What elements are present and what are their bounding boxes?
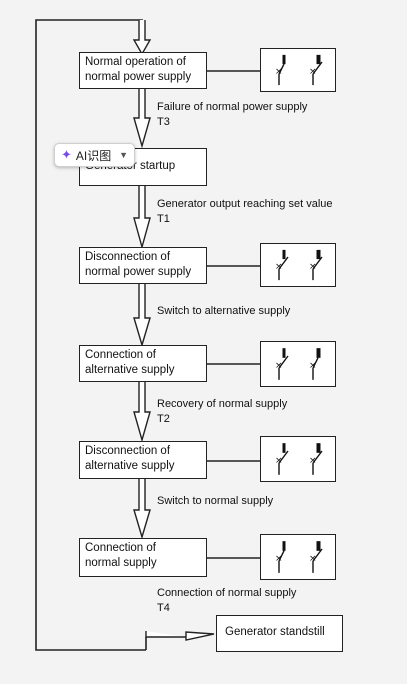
transition-label-4: Recovery of normal supply T2 — [157, 397, 287, 427]
arrow-0 — [132, 20, 152, 56]
transition-4-text: Recovery of normal supply — [157, 398, 288, 410]
switch-blade — [312, 548, 323, 562]
switch-alternative-closed: × — [309, 348, 321, 380]
switch-contact — [316, 249, 321, 260]
switch-x-mark: × — [309, 554, 317, 564]
switch-contact — [316, 443, 321, 453]
loop-line — [35, 19, 146, 651]
sparkle-icon: ✦ — [61, 147, 72, 162]
switch-x-mark: × — [275, 554, 283, 564]
switch-alternative-open: × — [309, 249, 323, 281]
switch-x-mark: × — [275, 456, 283, 466]
arrow-3 — [133, 284, 151, 348]
transition-label-1: Failure of normal power supply T3 — [157, 100, 307, 130]
box-connect-alternative: Connection of alternative supply — [79, 345, 207, 382]
box-disconnect-alternative-text: Disconnection of alternative supply — [85, 445, 175, 472]
switch-x-mark: × — [275, 262, 283, 272]
arrow-4 — [133, 382, 151, 443]
transition-label-2: Generator output reaching set value T1 — [157, 197, 333, 227]
switch-blade — [312, 450, 323, 464]
switch-blade — [312, 357, 319, 369]
switch-normal-closed: × — [275, 541, 286, 573]
switch-x-mark: × — [309, 456, 317, 466]
switch-contact — [282, 54, 286, 65]
switch-panel-disconnect-normal: ×× — [260, 243, 336, 287]
switch-normal-open: × — [275, 348, 289, 380]
transition-5-text: Switch to normal supply — [157, 495, 274, 507]
ai-recognize-label: AI识图 — [75, 148, 112, 163]
switch-panel-normal-operation: ×× — [260, 48, 336, 92]
transition-3-text: Switch to alternative supply — [157, 305, 291, 317]
transition-1-text: Failure of normal power supply — [157, 101, 308, 113]
switch-contact — [282, 443, 286, 453]
switch-blade — [278, 550, 285, 562]
transition-6-text: Connection of normal supply — [157, 587, 297, 599]
switch-x-mark: × — [309, 262, 317, 272]
switch-normal-closed: × — [275, 54, 286, 86]
switch-contact — [316, 348, 321, 358]
switch-contact — [282, 249, 286, 260]
transition-2-text: Generator output reaching set value — [157, 198, 333, 210]
switch-panel-disconnect-alternative: ×× — [260, 436, 336, 482]
box-normal-operation: Normal operation of normal power supply — [79, 52, 207, 89]
transition-label-6: Connection of normal supply T4 — [157, 586, 296, 616]
box-disconnect-normal: Disconnection of normal power supply — [79, 247, 207, 284]
chevron-down-icon[interactable]: ▼ — [119, 150, 128, 160]
switch-alternative-open: × — [309, 541, 323, 573]
arrow-standstill — [145, 631, 215, 641]
switch-normal-open: × — [275, 443, 289, 475]
box-connect-normal: Connection of normal supply — [79, 538, 207, 577]
switch-blade — [312, 61, 323, 75]
box-disconnect-normal-text: Disconnection of normal power supply — [85, 251, 192, 278]
box-normal-operation-text: Normal operation of normal power supply — [85, 56, 192, 83]
switch-x-mark: × — [309, 67, 317, 77]
switch-schematic: ×× — [275, 348, 321, 380]
switch-panel-connect-normal: ×× — [260, 534, 336, 580]
down-arrows — [132, 20, 152, 540]
transition-label-3: Switch to alternative supply — [157, 304, 290, 319]
switch-schematic: ×× — [275, 443, 323, 475]
transition-label-5: Switch to normal supply — [157, 494, 273, 509]
switch-contact — [316, 541, 321, 551]
switch-panel-connect-alternative: ×× — [260, 341, 336, 387]
transition-2-time: T1 — [157, 213, 170, 225]
switch-schematic: ×× — [275, 541, 323, 573]
box-connect-normal-text: Connection of normal supply — [85, 542, 157, 569]
switch-contact — [316, 54, 321, 65]
switch-alternative-open: × — [309, 54, 323, 86]
switch-schematic: ×× — [275, 249, 323, 281]
box-disconnect-alternative: Disconnection of alternative supply — [79, 441, 207, 479]
switch-x-mark: × — [309, 361, 317, 371]
switch-contact — [282, 541, 286, 551]
switch-blade — [278, 450, 289, 464]
arrow-1 — [133, 89, 151, 149]
switch-normal-open: × — [275, 249, 289, 281]
switch-alternative-open: × — [309, 443, 323, 475]
ai-recognize-button[interactable]: ✦ AI识图 ▼ — [54, 143, 135, 167]
box-generator-standstill-text: Generator standstill — [225, 626, 325, 638]
box-generator-standstill: Generator standstill — [216, 615, 343, 652]
switch-x-mark: × — [275, 67, 283, 77]
arrow-5 — [133, 479, 151, 540]
switch-blade — [278, 63, 285, 75]
transition-1-time: T3 — [157, 116, 170, 128]
switch-contact — [282, 348, 286, 358]
transition-6-time: T4 — [157, 602, 170, 614]
switch-x-mark: × — [275, 361, 283, 371]
switch-blade — [278, 355, 289, 369]
switch-blade — [312, 256, 323, 270]
switch-schematic: ×× — [275, 54, 323, 86]
arrow-2 — [133, 186, 151, 250]
transition-4-time: T2 — [157, 413, 170, 425]
switch-blade — [278, 256, 289, 270]
box-connect-alternative-text: Connection of alternative supply — [85, 349, 175, 376]
